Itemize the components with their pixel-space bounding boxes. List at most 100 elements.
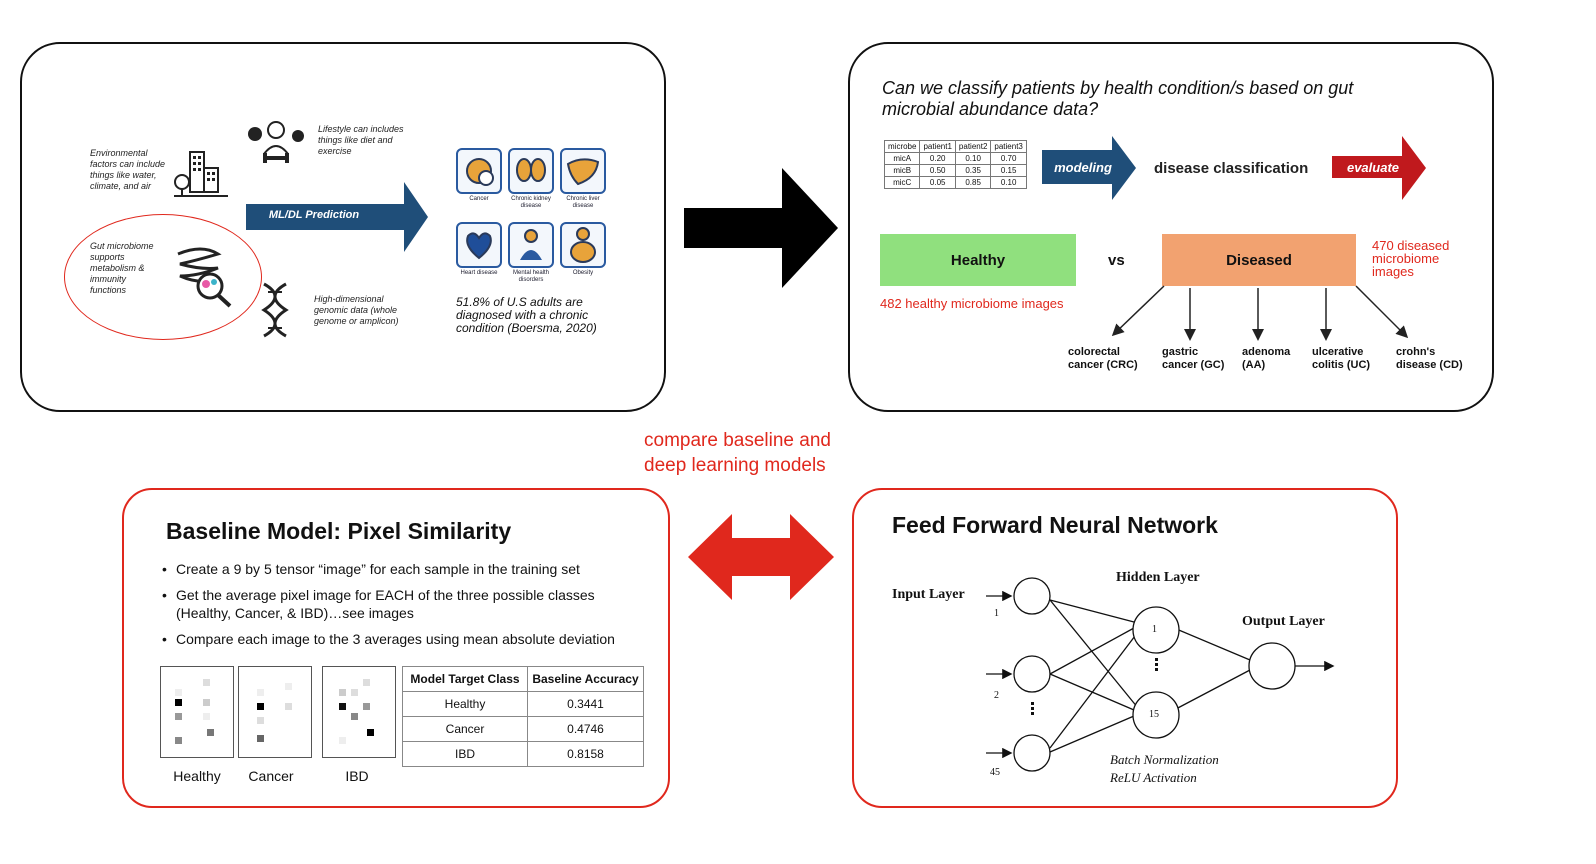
prediction-label: ML/DL Prediction [268, 209, 360, 221]
table-cell: 0.15 [990, 164, 1027, 177]
table-cell: micA [883, 152, 921, 165]
ml-prediction-panel: Environmental factors can include things… [20, 42, 666, 412]
diseased-count: 470 diseased microbiome images [1372, 238, 1450, 279]
table-header: patient1 [919, 140, 956, 153]
table-cell: micB [883, 164, 921, 177]
disease-branch-arrows [1111, 285, 1409, 341]
kidney-icon [508, 148, 554, 194]
table-cell: 0.10 [990, 176, 1027, 189]
image-label-healthy: Healthy [173, 768, 221, 784]
bullet-text: Get the average pixel image for EACH of … [176, 587, 595, 621]
buildings-icon [174, 151, 228, 197]
modeling-arrow [1042, 136, 1136, 200]
vs-label: vs [1108, 252, 1125, 269]
healthy-label: Healthy [950, 251, 1006, 269]
disease-label-cd: crohn's disease (CD) [1396, 346, 1463, 371]
condition-label-liver: Chronic liver disease [566, 196, 600, 209]
liver-icon [560, 148, 606, 194]
bullet-text: Compare each image to the 3 averages usi… [176, 631, 615, 647]
arrow-right-icon [684, 168, 838, 288]
input-layer-label: Input Layer [892, 587, 965, 602]
gut-text: Gut microbiome supports metabolism & imm… [90, 241, 154, 295]
environment-text: Environmental factors can include things… [90, 148, 166, 191]
condition-label-obesity: Obesity [572, 270, 594, 276]
disease-label-crc: colorectal cancer (CRC) [1068, 346, 1138, 371]
abundance-table: microbe patient1 patient2 patient3 micA … [883, 140, 1027, 189]
double-arrow-icon [688, 514, 834, 600]
table-header: patient3 [990, 140, 1027, 153]
input-node-label: 2 [994, 690, 999, 701]
mental-health-icon [508, 222, 554, 268]
bullet-item: • Get the average pixel image for EACH o… [162, 586, 642, 622]
output-layer-label: Output Layer [1242, 614, 1325, 629]
lifestyle-text: Lifestyle can includes things like diet … [318, 124, 404, 156]
table-cell: 0.4746 [527, 716, 644, 742]
batch-norm-note: Batch Normalization [1110, 752, 1219, 767]
table-cell: micC [883, 176, 921, 189]
ffnn-title: Feed Forward Neural Network [892, 512, 1218, 538]
cancer-icon [456, 148, 502, 194]
table-cell: 0.8158 [527, 741, 644, 767]
baseline-panel: Baseline Model: Pixel Similarity • Creat… [122, 488, 670, 808]
classification-label: disease classification [1154, 160, 1309, 177]
diseased-box: Diseased [1162, 234, 1356, 286]
disease-label-uc: ulcerative colitis (UC) [1312, 346, 1371, 371]
image-label-ibd: IBD [345, 768, 369, 784]
gut-highlight-ellipse [64, 214, 262, 340]
evaluate-label: evaluate [1346, 160, 1400, 175]
baseline-title: Baseline Model: Pixel Similarity [166, 518, 512, 544]
table-header: microbe [883, 140, 921, 153]
bullet-item: • Create a 9 by 5 tensor “image” for eac… [162, 560, 642, 578]
table-header: Baseline Accuracy [527, 666, 644, 692]
table-cell: 0.70 [990, 152, 1027, 165]
obesity-icon [560, 222, 606, 268]
chronic-stat-text: 51.8% of U.S adults are diagnosed with a… [456, 295, 597, 335]
baseline-accuracy-table: Model Target Class Baseline Accuracy Hea… [402, 666, 644, 767]
dna-icon [261, 282, 289, 338]
table-cell: 0.3441 [527, 691, 644, 717]
classification-panel: Can we classify patients by health condi… [848, 42, 1494, 412]
table-cell: 0.20 [919, 152, 956, 165]
diseased-label: Diseased [1226, 251, 1292, 269]
disease-label-gc: gastric cancer (GC) [1162, 346, 1225, 371]
healthy-box: Healthy [880, 234, 1076, 286]
network-diagram [986, 577, 1335, 772]
hidden-node-label: 15 [1149, 709, 1159, 720]
input-node-label: 45 [990, 767, 1000, 778]
table-header: patient2 [954, 140, 992, 153]
hidden-layer-label: Hidden Layer [1116, 570, 1200, 585]
hidden-node-label: 1 [1152, 624, 1157, 635]
table-cell: Cancer [402, 716, 528, 742]
table-cell: 0.85 [954, 176, 992, 189]
input-node-label: 1 [994, 608, 999, 619]
healthy-average-image [160, 666, 234, 758]
healthy-count: 482 healthy microbiome images [880, 296, 1064, 311]
heart-icon [456, 222, 502, 268]
gut-microbiome-icon [177, 247, 232, 308]
compare-text: compare baseline and deep learning model… [644, 430, 831, 476]
table-cell: 0.05 [919, 176, 956, 189]
lifestyle-icon [248, 121, 304, 163]
ffnn-panel: Feed Forward Neural Network Input Layer … [852, 488, 1398, 808]
disease-label-aa: adenoma (AA) [1242, 346, 1291, 371]
bullet-text: Create a 9 by 5 tensor “image” for each … [176, 561, 580, 577]
table-cell: 0.50 [919, 164, 956, 177]
bullet-item: • Compare each image to the 3 averages u… [162, 630, 642, 648]
table-cell: 0.35 [954, 164, 992, 177]
cancer-average-image [238, 666, 312, 758]
table-cell: 0.10 [954, 152, 992, 165]
evaluate-arrow [1332, 136, 1426, 200]
condition-label-cancer: Cancer [469, 196, 489, 202]
ibd-average-image [322, 666, 396, 758]
table-cell: Healthy [402, 691, 528, 717]
relu-note: ReLU Activation [1110, 770, 1197, 785]
condition-label-kidney: Chronic kidney disease [511, 196, 551, 209]
image-label-cancer: Cancer [248, 768, 294, 784]
table-header: Model Target Class [402, 666, 528, 692]
table-cell: IBD [402, 741, 528, 767]
genomic-text: High-dimensional genomic data (whole gen… [314, 294, 399, 326]
arrow-right-icon [246, 182, 428, 252]
research-question: Can we classify patients by health condi… [882, 78, 1354, 119]
condition-label-heart: Heart disease [460, 270, 498, 276]
condition-label-mental: Mental health disorders [512, 270, 550, 283]
